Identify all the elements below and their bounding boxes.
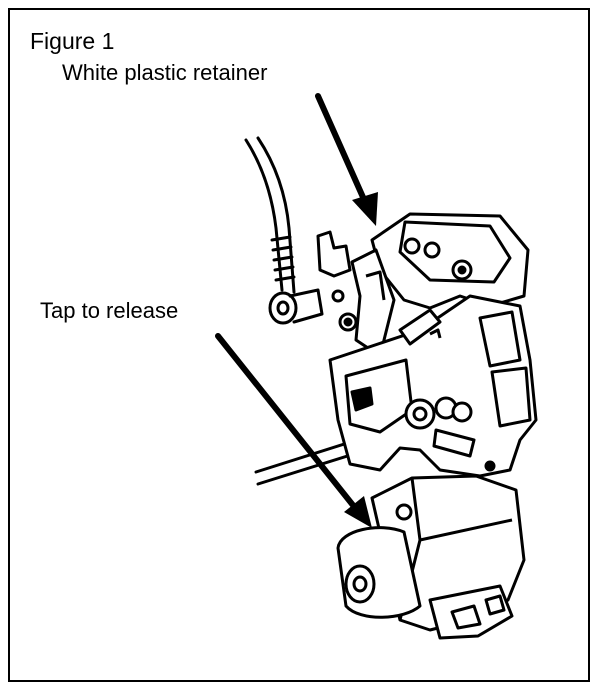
callout-white-plastic-retainer: White plastic retainer (62, 60, 268, 85)
figure-title: Figure 1 (30, 28, 115, 54)
rod-link (244, 136, 324, 325)
retainer-arrow (315, 93, 369, 208)
tap-arrowhead (344, 496, 372, 528)
latch-assembly (316, 212, 530, 358)
actuator-housing (328, 294, 538, 478)
motor-housing (336, 474, 526, 640)
callout-tap-to-release: Tap to release (40, 298, 179, 323)
callout-arrows (215, 93, 369, 518)
retainer-arrowhead (352, 192, 378, 226)
tap-arrow (215, 333, 363, 518)
